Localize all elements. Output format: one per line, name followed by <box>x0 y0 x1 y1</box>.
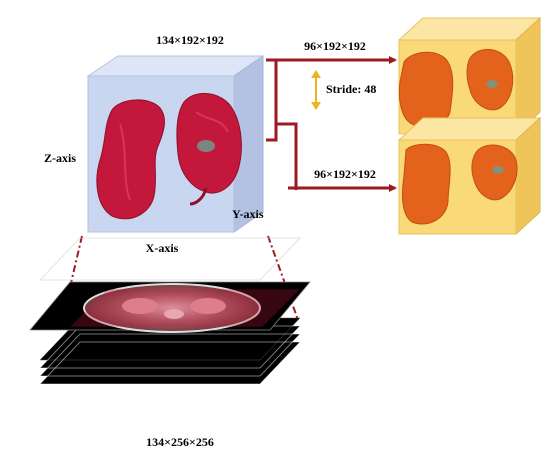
stride-label: Stride: 48 <box>326 82 376 96</box>
ct-stack-size-label: 134×256×256 <box>146 435 214 449</box>
y-axis-label: Y-axis <box>232 207 264 221</box>
bottom-crop-size-label: 96×192×192 <box>314 167 376 181</box>
left-kidney-3d <box>96 99 165 220</box>
top-crop-size-label: 96×192×192 <box>304 39 366 53</box>
source-volume-size-label: 134×192×192 <box>156 33 224 47</box>
crop-cube-bottom <box>397 116 542 236</box>
x-axis-label: X-axis <box>146 241 179 255</box>
crop-cube-top <box>397 16 542 136</box>
ct-top-slice <box>29 281 311 333</box>
right-kidney-3d <box>176 93 242 206</box>
crop-arrows <box>266 56 397 192</box>
z-axis-label: Z-axis <box>44 151 76 165</box>
stride-arrow <box>311 70 321 110</box>
